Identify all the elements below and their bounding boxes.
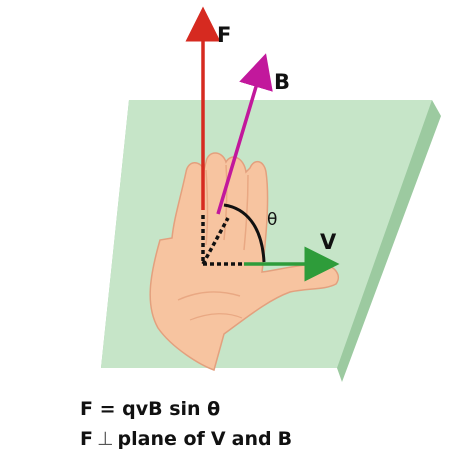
velocity-label: V xyxy=(320,230,337,254)
force-label: F xyxy=(217,23,231,47)
angle-arc xyxy=(223,203,266,263)
dotted-guide-diagonal xyxy=(201,217,230,265)
perp-field-symbol: B xyxy=(277,428,293,450)
angle-label: θ xyxy=(267,210,277,230)
perpendicular-statement: F⊥plane of V and B xyxy=(80,428,292,450)
force-formula: F = qvB sin θ xyxy=(80,398,221,420)
magnetic-field-arrow xyxy=(216,53,273,215)
perp-and-text: and xyxy=(231,428,272,450)
magnetic-field-label: B xyxy=(274,70,290,94)
perp-velocity-symbol: V xyxy=(210,428,226,450)
plane-illustration xyxy=(101,100,441,382)
perp-plane-text: plane of xyxy=(117,428,205,450)
perp-force-symbol: F xyxy=(80,428,93,450)
perpendicular-icon: ⊥ xyxy=(96,428,114,450)
